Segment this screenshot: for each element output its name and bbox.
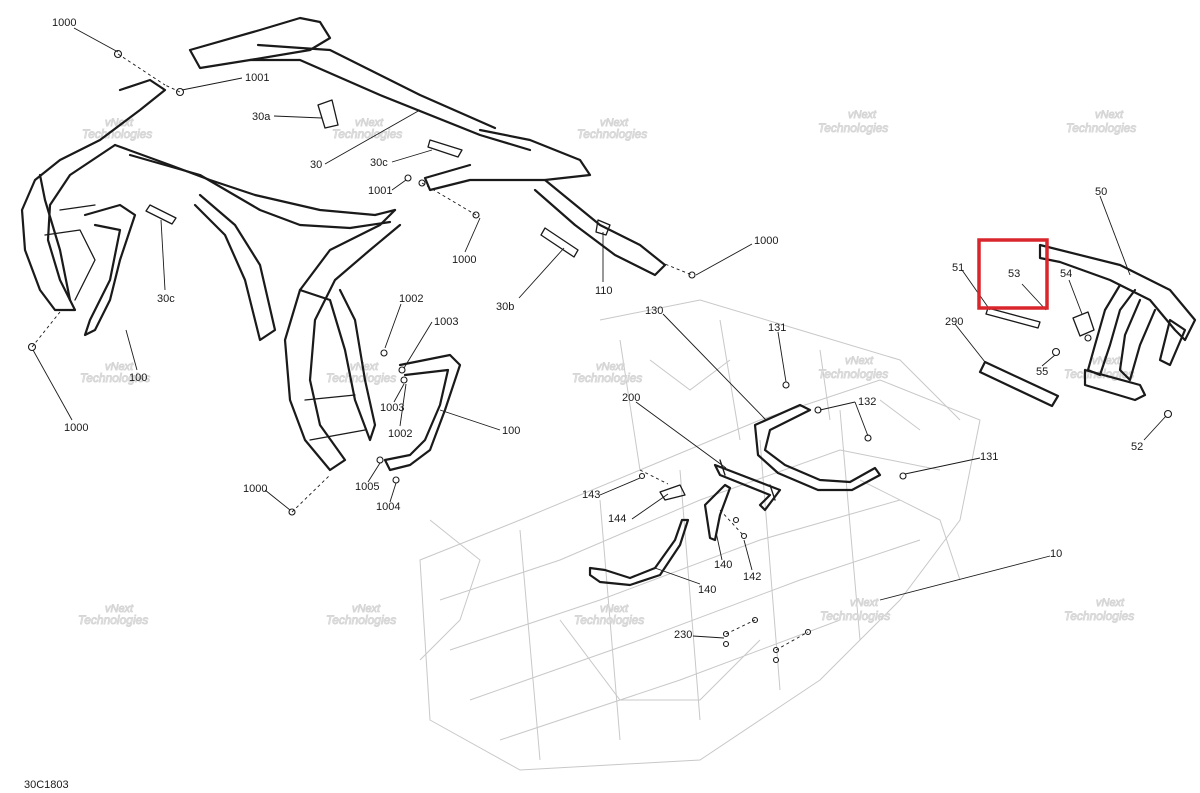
strip-30b xyxy=(540,227,579,258)
label-30c: 30c xyxy=(157,293,175,305)
watermark-line1: vNext xyxy=(1095,109,1124,121)
label-10: 10 xyxy=(1050,548,1062,560)
watermark-line2: Technologies xyxy=(1066,121,1136,135)
label-1004: 1004 xyxy=(376,501,400,513)
label-110: 110 xyxy=(595,285,613,297)
label-1000: 1000 xyxy=(52,17,76,29)
label-50: 50 xyxy=(1095,186,1107,198)
watermark-line2: Technologies xyxy=(818,367,888,381)
ghost-chassis xyxy=(419,299,981,771)
watermark-line1: vNext xyxy=(352,603,381,615)
assembly-lines xyxy=(31,53,809,651)
watermark-line1: vNext xyxy=(355,117,384,129)
fasteners xyxy=(27,49,1173,664)
label-1002: 1002 xyxy=(399,293,423,305)
label-1000: 1000 xyxy=(64,422,88,434)
label-290: 290 xyxy=(945,316,963,328)
label-230: 230 xyxy=(674,629,692,641)
watermarks: vNext Technologies vNext Technologies vN… xyxy=(78,109,1137,628)
label-51: 51 xyxy=(952,262,964,274)
bracket-54 xyxy=(1072,311,1095,337)
watermark-line2: Technologies xyxy=(326,371,396,385)
label-1003: 1003 xyxy=(434,316,458,328)
label-1001: 1001 xyxy=(368,185,392,197)
label-1000: 1000 xyxy=(452,254,476,266)
label-144: 144 xyxy=(608,513,626,525)
dash-bar-right xyxy=(383,353,462,472)
watermark-line2: Technologies xyxy=(574,613,644,627)
watermark-line2: Technologies xyxy=(577,127,647,141)
seat-support xyxy=(753,403,882,492)
plate-30a xyxy=(317,99,339,129)
watermark-line1: vNext xyxy=(1092,355,1121,367)
label-130: 130 xyxy=(645,305,663,317)
watermark-line2: Technologies xyxy=(326,613,396,627)
part-labels: 1000 1001 30a 30 30c 1001 1000 30c 30b 1… xyxy=(52,17,1143,641)
roll-cage xyxy=(20,16,667,472)
watermark-line1: vNext xyxy=(105,603,134,615)
label-140: 140 xyxy=(714,559,732,571)
diagram-code: 30C1803 xyxy=(24,779,69,791)
label-140: 140 xyxy=(698,584,716,596)
bracket-110 xyxy=(595,219,611,236)
label-100: 100 xyxy=(502,425,520,437)
label-30: 30 xyxy=(310,159,322,171)
watermark-line1: vNext xyxy=(596,361,625,373)
watermark-line1: vNext xyxy=(850,597,879,609)
small-parts xyxy=(145,99,1095,408)
label-30a: 30a xyxy=(252,111,271,123)
label-132: 132 xyxy=(858,396,876,408)
strip-30c-top xyxy=(427,139,463,158)
label-54: 54 xyxy=(1060,268,1072,280)
label-1001: 1001 xyxy=(245,72,269,84)
label-30b: 30b xyxy=(496,301,514,313)
brace-200 xyxy=(713,459,782,512)
highlight-box-part-53 xyxy=(977,238,1049,310)
watermark-line1: vNext xyxy=(105,361,134,373)
watermark-line2: Technologies xyxy=(572,371,642,385)
label-100: 100 xyxy=(129,372,147,384)
label-142: 142 xyxy=(743,571,761,583)
watermark-line1: vNext xyxy=(1096,597,1125,609)
label-200: 200 xyxy=(622,392,640,404)
label-1005: 1005 xyxy=(355,481,379,493)
watermark-line2: Technologies xyxy=(332,127,402,141)
label-52: 52 xyxy=(1131,441,1143,453)
watermark-line2: Technologies xyxy=(80,371,150,385)
watermark-line1: vNext xyxy=(848,109,877,121)
rear-cage-50 xyxy=(1038,243,1197,402)
label-143: 143 xyxy=(582,489,600,501)
label-55: 55 xyxy=(1036,366,1048,378)
watermark-line2: Technologies xyxy=(78,613,148,627)
watermark-line1: vNext xyxy=(600,117,629,129)
watermark-line1: vNext xyxy=(350,361,379,373)
label-30c: 30c xyxy=(370,157,388,169)
label-1000: 1000 xyxy=(754,235,778,247)
strip-290 xyxy=(978,360,1060,408)
watermark-line2: Technologies xyxy=(818,121,888,135)
label-1002: 1002 xyxy=(388,428,412,440)
watermark-line2: Technologies xyxy=(82,127,152,141)
watermark-line1: vNext xyxy=(600,603,629,615)
watermark-line2: Technologies xyxy=(1064,609,1134,623)
label-131: 131 xyxy=(980,451,998,463)
label-1003: 1003 xyxy=(380,402,404,414)
label-1000: 1000 xyxy=(243,483,267,495)
strip-51 xyxy=(985,307,1041,329)
watermark-line1: vNext xyxy=(845,355,874,367)
watermark-line2: Technologies xyxy=(820,609,890,623)
label-53: 53 xyxy=(1008,268,1020,280)
leader-lines xyxy=(32,27,1167,639)
label-131: 131 xyxy=(768,322,786,334)
strip-30c-left xyxy=(145,204,177,225)
